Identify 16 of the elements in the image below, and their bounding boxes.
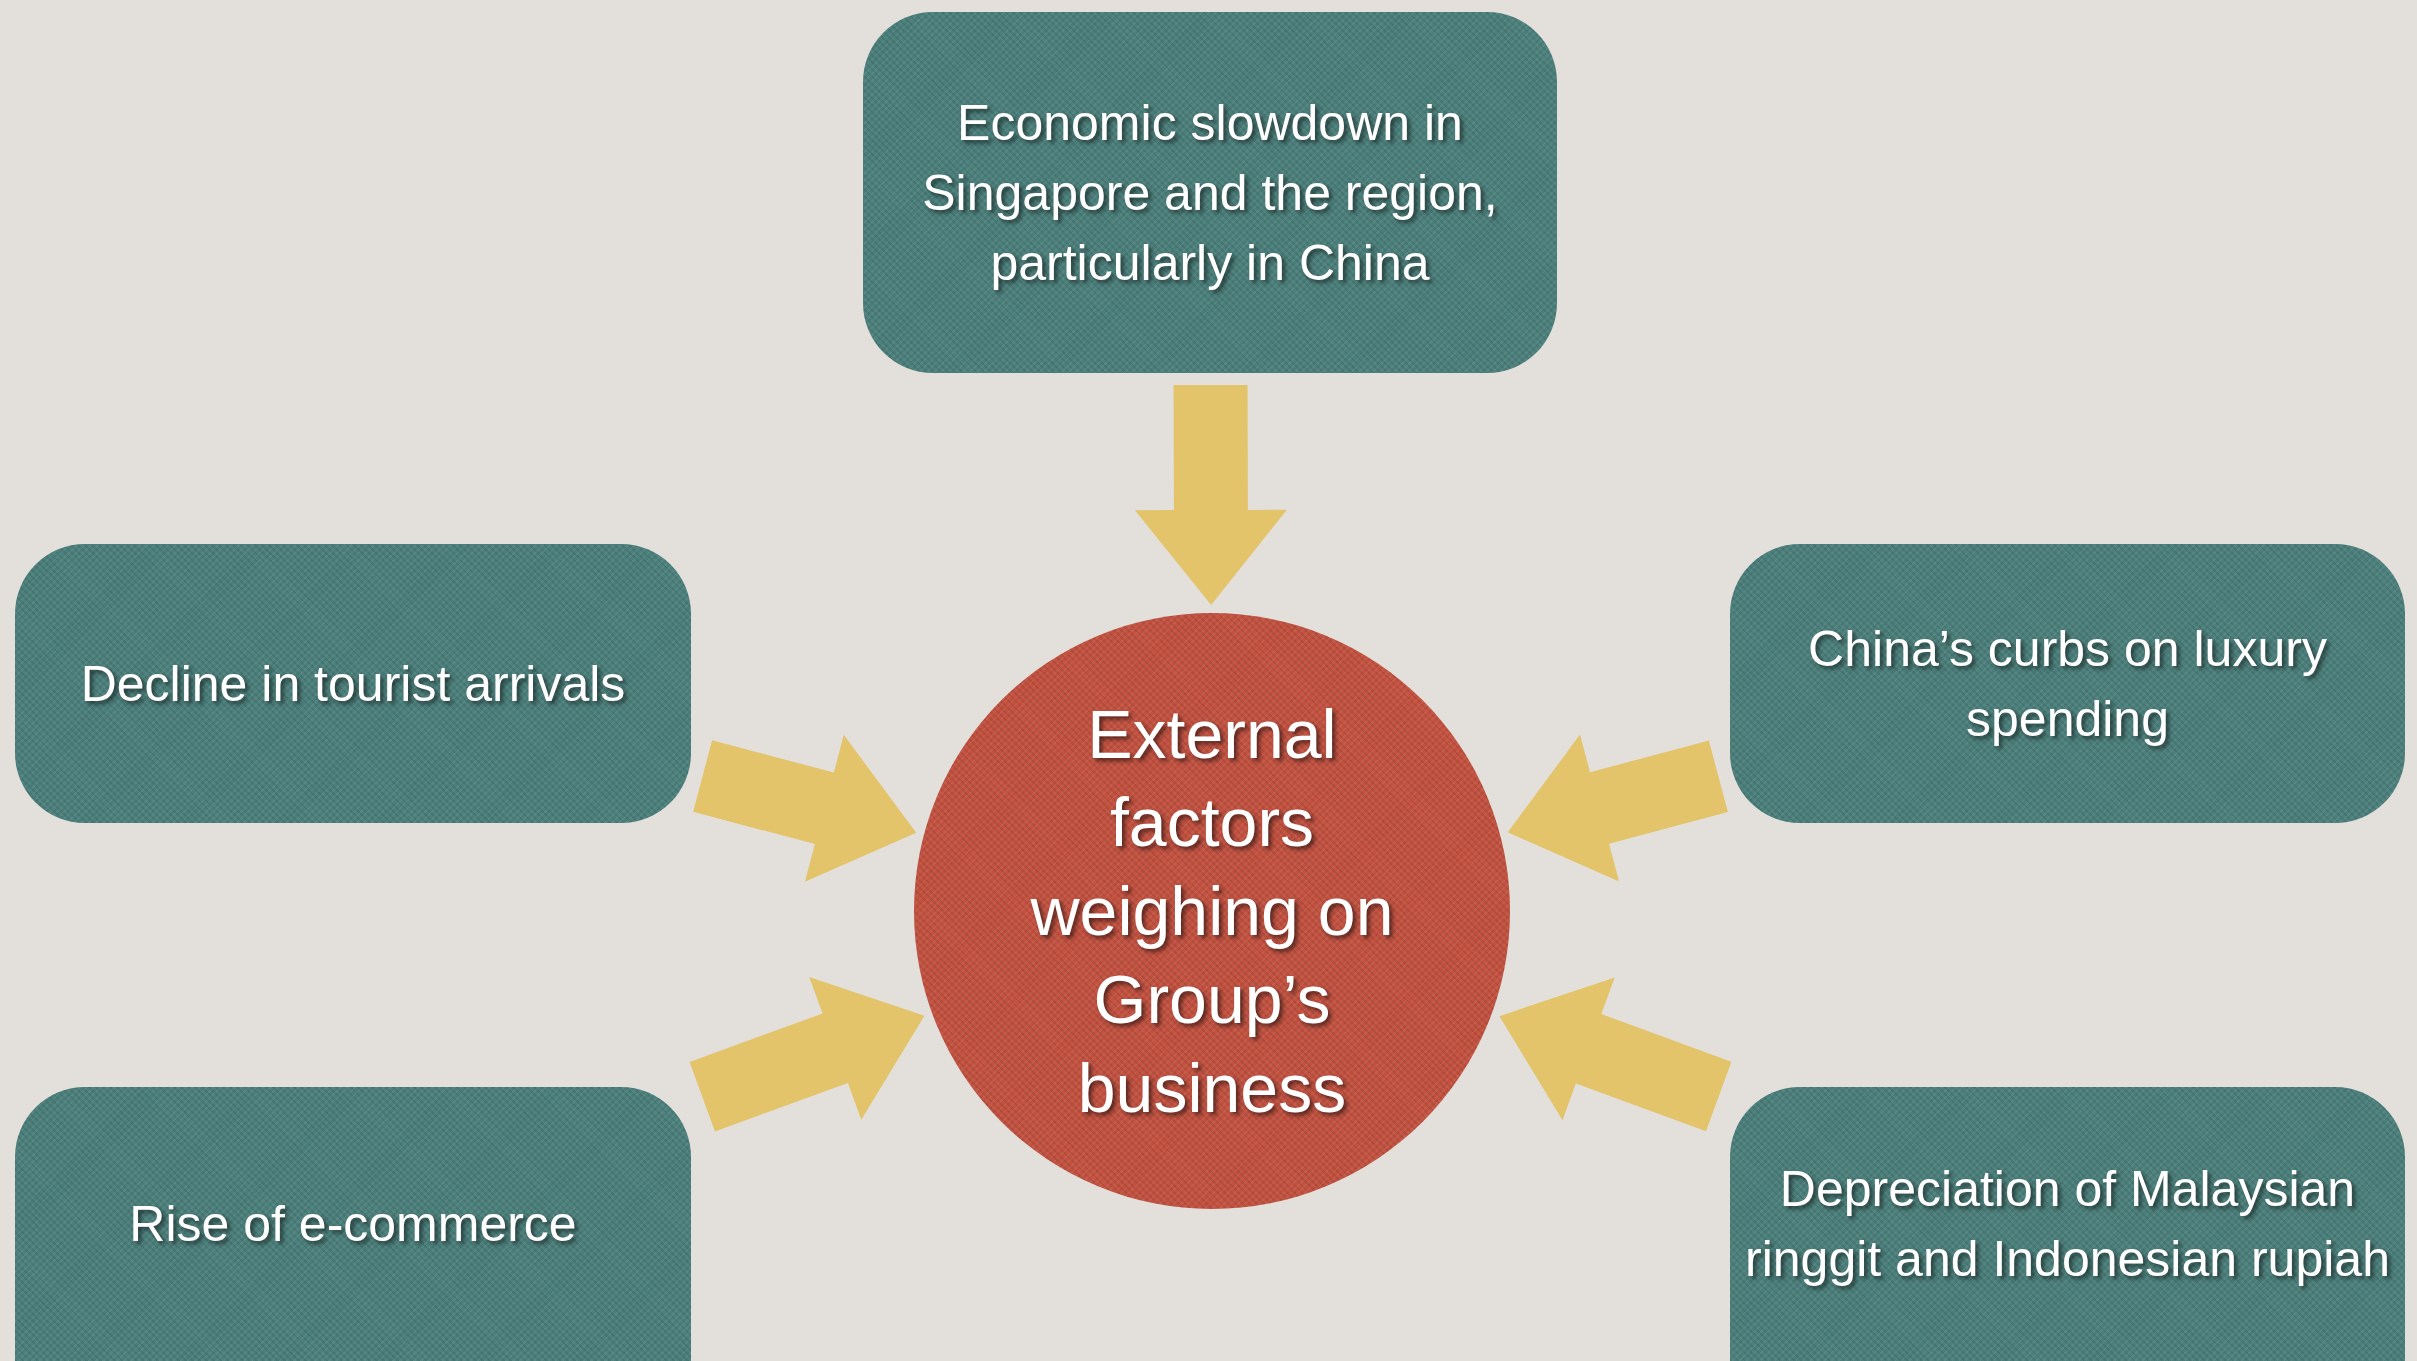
arrow (1507, 734, 1728, 882)
factor-text: Depreciation of Malaysian ringgit and Indonesian rupiah (1744, 1160, 2391, 1289)
factor-text: Economic slowdown in Singapore and the region, particularly in China (921, 93, 1499, 293)
factor-box (15, 544, 691, 823)
factor-text: Rise of e-commerce (129, 1195, 577, 1254)
arrow (1499, 977, 1732, 1132)
arrow (689, 976, 925, 1132)
factor-box (15, 1087, 691, 1361)
arrow (1134, 384, 1287, 605)
factor-box (1730, 544, 2405, 823)
factor-text: China’s curbs on luxury spending (1807, 619, 2328, 749)
arrow (693, 734, 917, 882)
topic-text: External factors weighing on Group’s business (1029, 695, 1395, 1128)
factor-text: Decline in tourist arrivals (80, 654, 626, 714)
factor-box (1730, 1087, 2405, 1361)
factor-box (863, 12, 1557, 373)
